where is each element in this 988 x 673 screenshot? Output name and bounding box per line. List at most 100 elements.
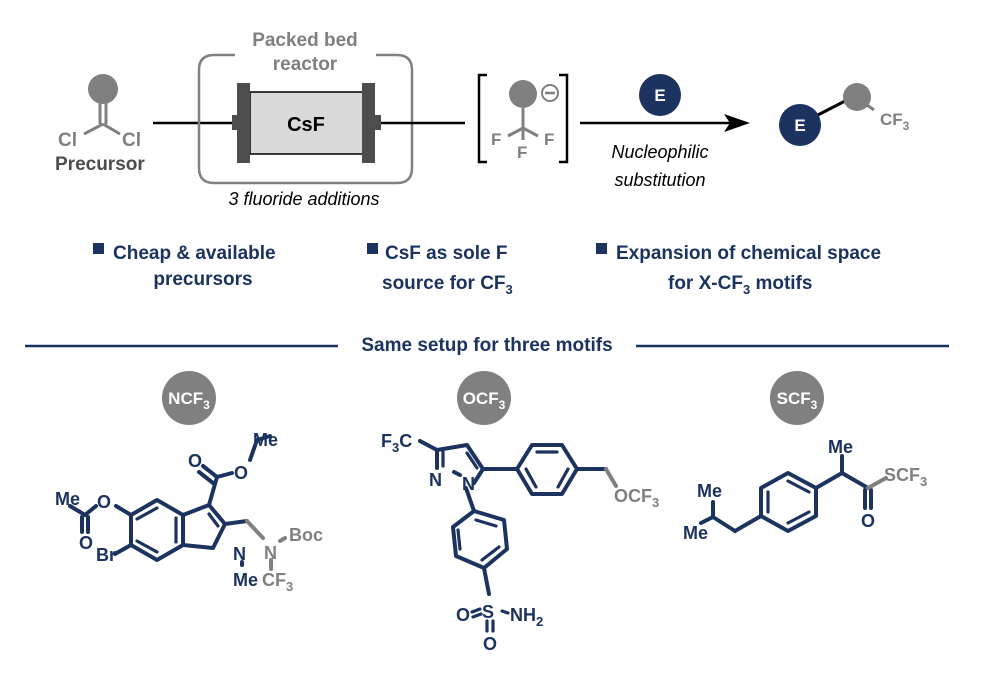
feature-line1: CsF as sole F <box>385 243 508 264</box>
bond-aryl-ch2 <box>733 514 763 533</box>
label-me-top: Me <box>828 437 853 457</box>
f-left-label: F <box>491 130 501 149</box>
label-o-carbonyl: O <box>188 451 202 471</box>
aromatic-inner-bond <box>474 518 498 528</box>
bond-o-c <box>83 504 98 517</box>
precursor-structure: Cl Cl Precursor <box>55 74 145 175</box>
precursor-label: Precursor <box>55 154 145 175</box>
label-n-indole: N <box>233 544 246 564</box>
label-cf3: CF3 <box>262 570 293 594</box>
label-me-ester: Me <box>253 430 278 450</box>
f-bottom-label: F <box>517 143 527 162</box>
condition-line1: Nucleophilic <box>611 142 708 162</box>
bond-cl-left <box>83 122 104 136</box>
substituent-ball-icon <box>88 74 118 104</box>
reactor-caption: 3 fluoride additions <box>228 189 379 209</box>
label-o-acetyl: O <box>97 492 111 512</box>
product-electrophile-badge <box>779 104 821 146</box>
label-br: Br <box>96 545 116 565</box>
bond-co-double2 <box>197 470 215 485</box>
bond-n-boc <box>278 536 287 543</box>
motif-badge-label: SCF3 <box>777 389 818 412</box>
carbanion-ball-icon <box>509 80 537 108</box>
label-me-acetyl: Me <box>55 489 80 509</box>
bond-n-aryl <box>464 486 476 513</box>
label-o-carbonyl: O <box>861 511 875 531</box>
feature-list: Cheap & available precursors CsF as sole… <box>93 243 881 297</box>
product-group-label: CF3 <box>880 110 910 133</box>
bond-n-n <box>452 470 462 477</box>
motif-badge-label: NCF3 <box>168 389 210 412</box>
bond-ch2-n <box>245 519 265 540</box>
reactor-fitting-right <box>375 115 381 130</box>
aromatic-inner-bond <box>480 545 501 562</box>
bond-s-n <box>500 609 510 615</box>
electrophile-badge <box>639 74 681 116</box>
pyrazole-inner-bond2 <box>465 451 479 470</box>
minus-circle-icon <box>541 84 559 102</box>
bracket-right <box>559 73 569 164</box>
reactor-fitting-left <box>232 115 238 130</box>
motif-badge-label: OCF3 <box>463 389 506 412</box>
motif-badge <box>770 371 824 425</box>
label-me-iso2: Me <box>683 523 708 543</box>
feature-item: CsF as sole F source for CF3 <box>367 243 513 297</box>
label-me-n: Me <box>233 570 258 590</box>
feature-item: Expansion of chemical space for X-CF3 mo… <box>596 243 881 297</box>
bond-s-o-left1 <box>470 607 482 614</box>
bond-c-o <box>215 471 234 479</box>
section-divider: Same setup for three motifs <box>25 335 949 356</box>
cl-right-label: Cl <box>122 130 141 151</box>
aromatic-inner-bond <box>524 467 538 489</box>
feature-line1: Cheap & available <box>113 243 276 264</box>
bond-cf3-c <box>418 439 439 452</box>
cl-left-label: Cl <box>58 130 77 151</box>
motif-badge <box>457 371 511 425</box>
feature-line2: for X-CF3 motifs <box>668 273 812 297</box>
bond-ch2-o <box>604 467 618 488</box>
label-ocf3: OCF3 <box>614 486 659 510</box>
bond-ring-ch2 <box>223 519 249 526</box>
bond-ester <box>207 475 219 507</box>
aromatic-inner-bond <box>786 479 811 494</box>
motif-ncf3: N CF3 <box>55 371 323 594</box>
label-me-iso1: Me <box>697 481 722 501</box>
feature-line2: precursors <box>153 269 252 290</box>
bond-aryl-s <box>482 566 491 596</box>
motif-ocf3: OCF3 F3C N N OCF3 S O O NH2 <box>381 371 659 654</box>
bond-ch-me2 <box>699 515 715 525</box>
bond-cl-right <box>102 122 121 136</box>
label-boc: Boc <box>289 525 323 545</box>
pyrazole-ring <box>435 443 485 485</box>
bond-ring-o <box>114 504 133 517</box>
aromatic-inner-bond <box>135 506 159 521</box>
bond-o-ch2 <box>248 438 259 462</box>
pyrrole-inner-bond <box>207 512 220 528</box>
reactor-column <box>249 91 364 155</box>
bond-c-s <box>866 476 888 490</box>
label-o-bottom: O <box>483 634 497 654</box>
section-title: Same setup for three motifs <box>361 335 612 356</box>
label-n1: N <box>429 470 442 490</box>
aromatic-inner-bond <box>556 467 570 489</box>
label-n2: N <box>462 474 475 494</box>
condition-line2: substitution <box>614 170 705 190</box>
cf3-anion-intermediate: F F F <box>477 73 569 164</box>
motif-badge <box>162 371 216 425</box>
f-right-label: F <box>544 130 554 149</box>
bond-s-o-left2 <box>471 612 483 619</box>
aromatic-inner-bond <box>456 528 462 551</box>
reactor-reagent: CsF <box>287 114 325 136</box>
molecule-ncf3-skeleton <box>68 434 272 567</box>
bond-c-me <box>68 504 87 517</box>
label-s: S <box>482 602 494 622</box>
label-nh2: NH2 <box>510 605 543 629</box>
reactor-cap-right <box>362 83 375 163</box>
bond-f-right <box>522 126 539 138</box>
bracket-left <box>477 73 487 164</box>
bond-ch2-ch <box>711 515 737 533</box>
feature-line2: source for CF3 <box>382 273 513 297</box>
bullet-square-icon <box>367 243 378 254</box>
reactor-frame <box>197 53 414 185</box>
label-o-left: O <box>456 605 470 625</box>
